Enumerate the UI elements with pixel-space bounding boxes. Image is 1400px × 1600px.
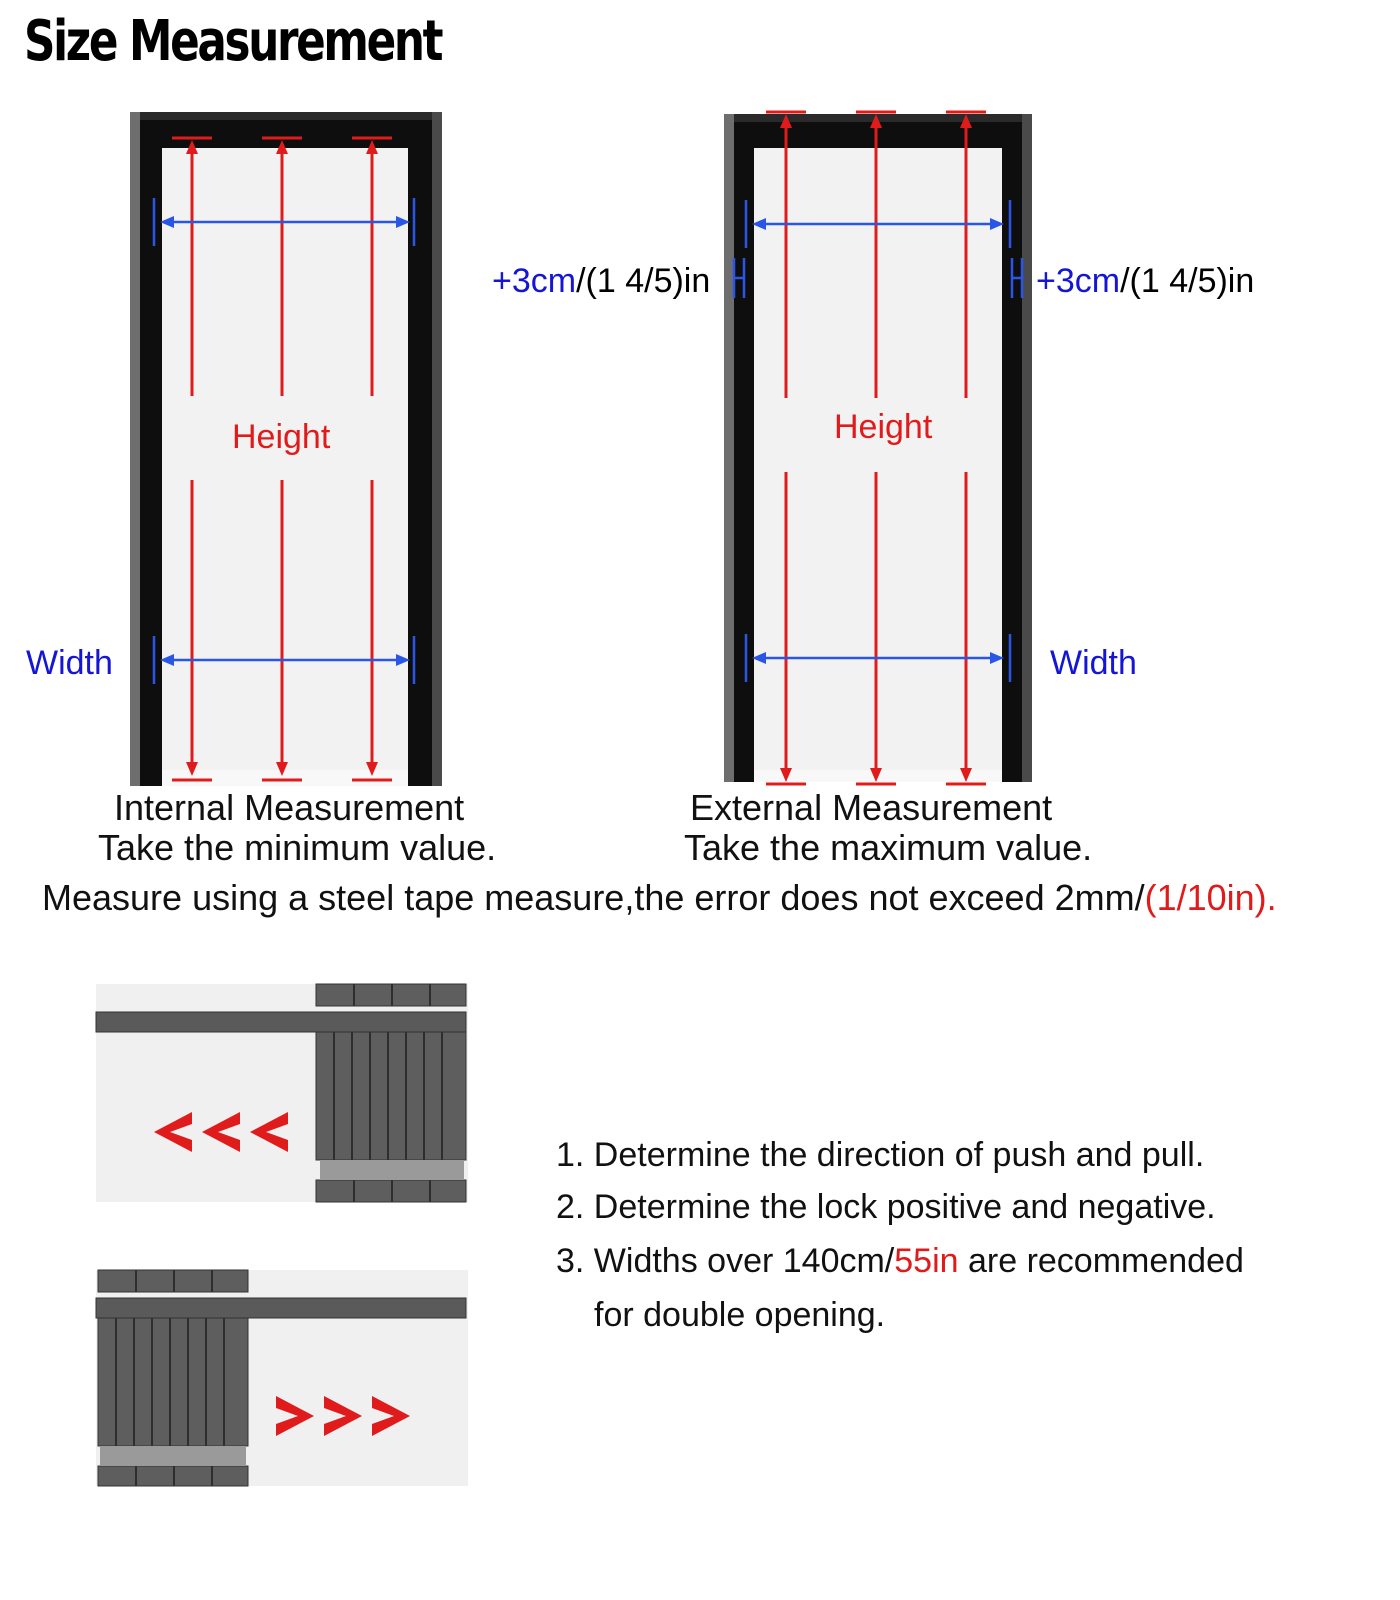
step-3-text: 3. Widths over 140cm/ (556, 1242, 895, 1280)
note-text: Measure using a steel tape measure,the e… (42, 877, 1145, 918)
external-offset-left: +3cm/(1 4/5)in (492, 264, 710, 298)
internal-width-label: Width (26, 644, 113, 682)
external-height-label: Height (834, 408, 933, 446)
measurement-note: Measure using a steel tape measure,the e… (42, 880, 1277, 916)
external-offset-right: +3cm/(1 4/5)in (1036, 264, 1254, 298)
step-3-text-end: are recommended (958, 1242, 1244, 1280)
door-opening (754, 148, 1002, 770)
sliding-left-illustration (95, 983, 468, 1203)
offset-in: /(1 4/5)in (1120, 262, 1255, 300)
chevron-right-red-icon (276, 1396, 410, 1436)
note-highlight: (1/10in). (1144, 877, 1277, 918)
step-3-continued: for double opening. (594, 1296, 886, 1334)
step-2: 2. Determine the lock positive and negat… (556, 1188, 1216, 1226)
external-door-diagram (724, 110, 1032, 786)
sliding-right-illustration (95, 1269, 468, 1487)
door-opening (162, 148, 408, 770)
step-3-highlight: 55in (894, 1242, 959, 1280)
internal-subcaption: Take the minimum value. (98, 827, 497, 868)
offset-cm: +3cm (1036, 262, 1121, 300)
step-3: 3. Widths over 140cm/55in are recommende… (556, 1244, 1244, 1278)
chevron-left-red-icon (154, 1112, 288, 1152)
step-1: 1. Determine the direction of push and p… (556, 1136, 1205, 1174)
internal-door-diagram (130, 112, 442, 786)
external-width-label: Width (1050, 644, 1137, 682)
offset-cm: +3cm (492, 262, 577, 300)
internal-height-label: Height (232, 418, 331, 456)
page-title: Size Measurement (24, 9, 444, 74)
offset-in: /(1 4/5)in (576, 262, 711, 300)
external-subcaption: Take the maximum value. (684, 827, 1093, 868)
external-caption: External Measurement (690, 787, 1053, 828)
internal-caption: Internal Measurement (114, 787, 465, 828)
